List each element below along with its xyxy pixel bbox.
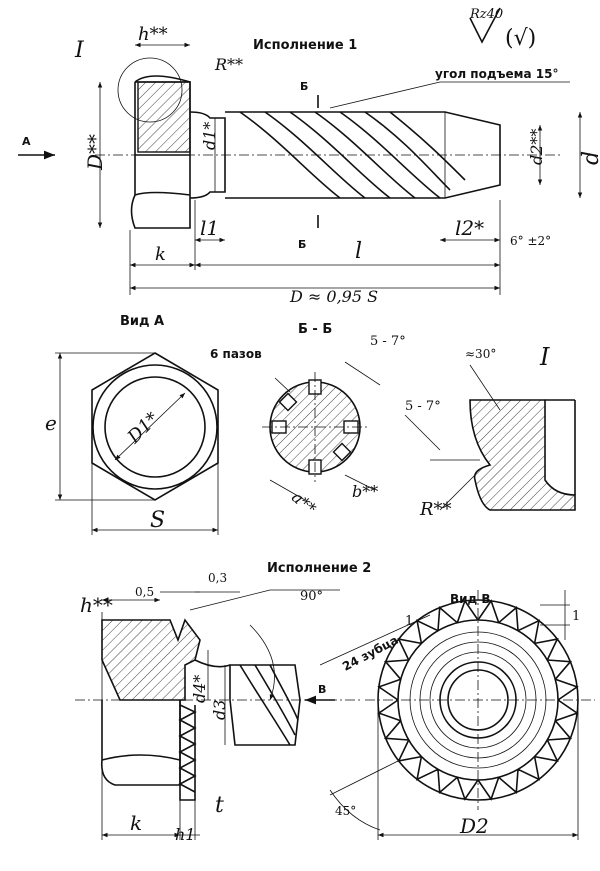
dim-a: a** [288,487,320,518]
dim-l: l [355,239,362,264]
title-execution-1: Исполнение 1 [253,38,357,53]
view-V-title: Вид В [450,592,491,606]
title-execution-2: Исполнение 2 [267,561,371,576]
dim-l1: l1 [200,216,219,240]
roughness-label: Rz40 [469,7,503,22]
dim-d4: d4* [190,675,209,703]
section-arrow-B-top: Б [300,80,308,93]
dim-t: t [215,793,224,818]
angle-5-7-b: 5 - 7° [405,399,441,414]
dim-h-2: h** [80,593,113,617]
dim-R: R** [214,55,243,74]
angle-45: 45° [335,804,356,818]
dim-D2: D2 [459,814,489,838]
roughness-paren: (√) [505,26,536,51]
dim-k: k [155,244,166,265]
dim-h: h** [138,24,168,45]
angle-5-7: 5 - 7° [370,334,406,349]
dim-d: d [579,151,600,165]
detail-mark-I-2: I [539,343,550,371]
angle-90: 90° [300,589,323,604]
view-A-hexagon [55,352,219,535]
dim-D: D** [83,134,107,171]
section-arrow-B-bottom: Б [298,238,306,251]
dim-b: b** [352,482,378,501]
angle-30: ≈30° [465,347,496,361]
dim-S: S [150,508,165,533]
dim-e: e [45,411,57,435]
six-slots-label: 6 пазов [210,347,262,361]
formula-D: D ≈ 0,95 S [289,287,378,306]
section-BB-title: Б - Б [298,322,332,337]
tooth-height-1: 1 [572,609,580,624]
dim-D1: D1* [123,408,163,448]
detail-mark-I: I [74,38,85,63]
view-arrow-A: А [22,135,31,148]
dim-d1: d1* [200,122,219,150]
dim-l2: l2* [455,216,484,240]
dim-h1: h1 [175,825,195,844]
dim-d3: d3 [210,700,229,720]
execution-2-view [75,589,360,840]
dim-R-2: R** [419,499,452,520]
detail-I [404,364,576,511]
tooth-pitch-1: 1 [405,614,413,629]
view-V [319,590,595,840]
dim-k-2: k [130,811,142,835]
view-A-title: Вид А [120,314,164,329]
view-arrow-V: В [318,683,326,696]
dim-d2: d2** [527,129,546,165]
angle-6: 6° ±2° [510,234,551,248]
dim-0-3: 0,3 [208,571,227,585]
dim-0-5: 0,5 [135,585,154,599]
serration-teeth [377,599,579,801]
execution-1-view [18,7,583,295]
lead-angle-label: угол подъема 15° [435,67,558,81]
section-B-B [262,361,381,501]
